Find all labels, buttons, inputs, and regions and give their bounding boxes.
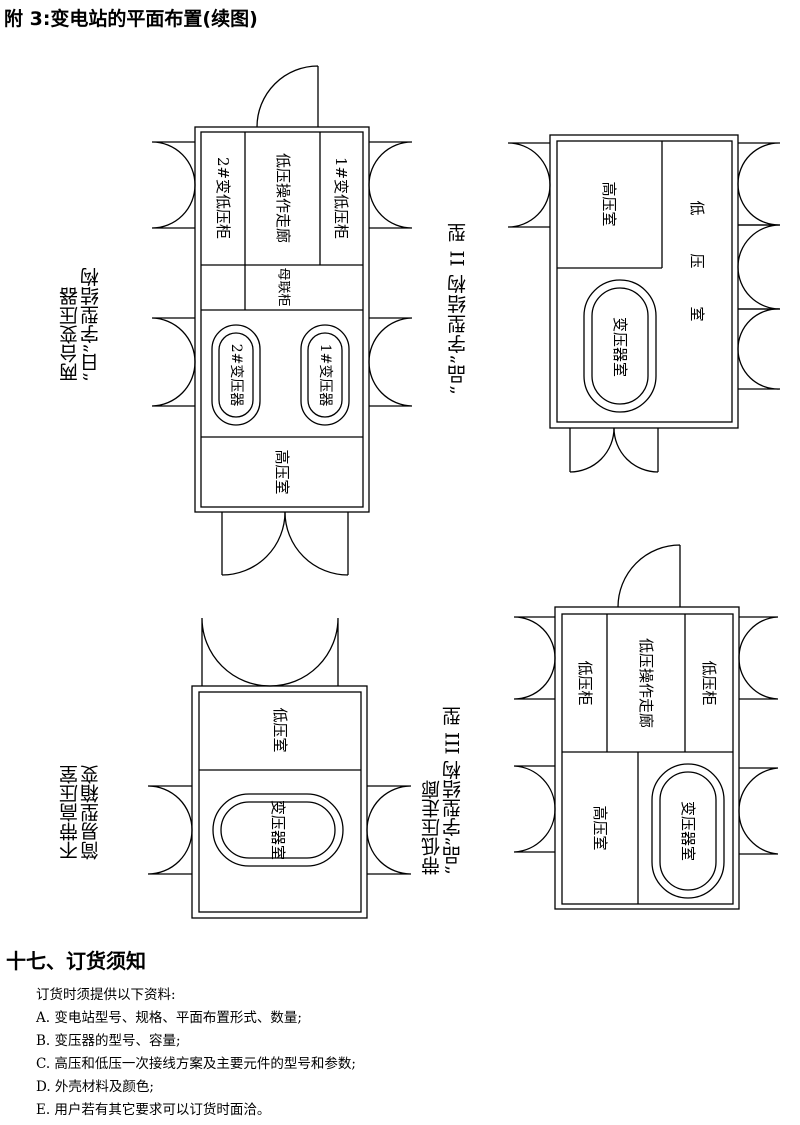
door-swing xyxy=(151,184,196,229)
simple-caption: 不带高压室 简易型箱变 xyxy=(59,725,102,860)
pin2-enclosure xyxy=(549,134,739,429)
door-swing xyxy=(507,184,551,228)
door-swing xyxy=(256,65,319,128)
ri-transformer-1-inner xyxy=(307,332,343,418)
ri-transformer-1-outer xyxy=(300,324,350,426)
pin3-label-lv-cabinet-left: 低压柜 xyxy=(576,660,594,705)
pin2-caption-type: II 型 xyxy=(447,222,469,267)
door-swing xyxy=(284,511,349,576)
pin2-caption: “品”字型结构 II 型 xyxy=(447,205,469,395)
door-swing xyxy=(507,142,551,186)
door-swing xyxy=(513,808,556,853)
door-swing xyxy=(737,183,781,226)
ri-layout xyxy=(151,65,413,576)
ri-label-bus-tie: 母联柜 xyxy=(276,267,291,306)
simple-layout xyxy=(147,617,412,919)
pin2-transformer-outer xyxy=(583,279,657,413)
pin3-caption: 带低压走廊 “品”字型结构 III 型 xyxy=(421,675,464,875)
door-swing xyxy=(737,224,781,268)
ri-label-hv-room: 高压室 xyxy=(273,449,291,494)
door-swing xyxy=(513,616,556,659)
ri-label-tr1-lv-cabinet: 1#变低压柜 xyxy=(332,157,350,239)
ri-label-transformer-2: 2#变压器 xyxy=(228,344,244,407)
door-swing xyxy=(569,427,615,473)
ri-label-tr2-lv-cabinet: 2#变低压柜 xyxy=(214,157,232,239)
door-swing xyxy=(368,361,413,407)
pin3-label-transformer: 变压器室 xyxy=(679,801,697,861)
pin2-transformer-inner xyxy=(591,287,649,405)
door-swing xyxy=(269,617,339,687)
ri-enclosure xyxy=(194,126,370,513)
page-title: 附 3:变电站的平面布置(续图) xyxy=(4,8,258,30)
door-swing xyxy=(738,810,779,855)
door-swing xyxy=(221,511,286,576)
pin2-caption-line-1: “品”字型结构 II 型 xyxy=(447,205,469,395)
ordering-item: E. 用户若有其它要求可以订货时面洽。 xyxy=(36,1102,271,1118)
ri-transformer-2-outer xyxy=(211,324,261,426)
ordering-item: A. 变电站型号、规格、平面布置形式、数量; xyxy=(36,1010,302,1026)
ordering-item: D. 外壳材料及颜色; xyxy=(36,1079,154,1095)
door-swing xyxy=(738,657,779,700)
simple-caption-line-2: 不带高压室 xyxy=(59,765,81,860)
pin3-caption-line-2: 带低压走廊 xyxy=(421,780,443,875)
pin2-inner xyxy=(556,140,733,423)
door-swing xyxy=(147,785,193,831)
door-swing xyxy=(738,616,779,659)
pin3-label-hv-room: 高压室 xyxy=(591,805,609,850)
door-swing xyxy=(737,308,781,350)
pin2-label-lv-room: 低压室 xyxy=(688,200,706,359)
pin3-transformer-outer xyxy=(651,763,725,899)
simple-transformer-outer xyxy=(212,793,344,867)
ri-inner xyxy=(200,131,364,508)
pin3-label-lv-corridor: 低压操作走廊 xyxy=(637,638,655,728)
simple-label-transformer: 变压器室 xyxy=(269,800,287,860)
door-swing xyxy=(366,785,412,831)
pin3-label-lv-cabinet-right: 低压柜 xyxy=(700,660,718,705)
door-swing xyxy=(151,361,196,407)
pin2-layout xyxy=(507,134,781,473)
pin3-caption-type: III 型 xyxy=(441,706,464,755)
pin3-caption-line-1: “品”字型结构 III 型 xyxy=(441,675,464,875)
door-swing xyxy=(513,657,556,700)
pin3-caption-structure: “品”字型结构 xyxy=(441,760,464,875)
pin2-label-hv-room: 高压室 xyxy=(600,181,618,226)
ordering-item: B. 变压器的型号、容量; xyxy=(36,1033,181,1049)
door-swing xyxy=(151,141,196,186)
pin2-caption-structure: “品”字型结构 xyxy=(447,273,469,395)
ordering-heading: 十七、订货须知 xyxy=(6,949,146,973)
door-swing xyxy=(737,348,781,390)
door-swing xyxy=(151,317,196,363)
door-swing xyxy=(366,829,412,875)
door-swing xyxy=(737,266,781,310)
ri-transformer-2-inner xyxy=(218,332,254,418)
simple-transformer-inner xyxy=(220,801,336,859)
door-swing xyxy=(617,544,681,608)
pin3-inner xyxy=(561,613,734,905)
door-swing xyxy=(513,765,556,810)
door-swing xyxy=(201,617,271,687)
simple-label-lv-room: 低压室 xyxy=(271,707,289,752)
door-swing xyxy=(613,427,659,473)
floor-plan-diagram: 2#变低压柜 低压操作走廊 1#变低压柜 母联柜 2#变压器 1#变压器 高压室… xyxy=(147,65,781,919)
door-swing xyxy=(738,767,779,812)
ordering-item: C. 高压和低压一次接线方案及主要元件的型号和参数; xyxy=(36,1056,356,1072)
simple-inner xyxy=(198,691,362,913)
pin2-label-transformer: 变压器室 xyxy=(611,317,629,377)
door-swing xyxy=(368,317,413,363)
ordering-intro: 订货时须提供以下资料: xyxy=(36,987,176,1003)
ri-caption-line-1: “日”字型结构 xyxy=(79,267,102,382)
ri-caption-line-2: 两台变压器 xyxy=(59,287,81,382)
ordering-notes: 订货时须提供以下资料: A. 变电站型号、规格、平面布置形式、数量; B. 变压… xyxy=(36,984,356,1122)
door-swing xyxy=(368,184,413,229)
ri-label-lv-corridor: 低压操作走廊 xyxy=(274,153,292,243)
pin3-layout xyxy=(513,544,779,910)
pin3-transformer-inner xyxy=(659,771,717,891)
door-swing xyxy=(147,829,193,875)
ri-caption: 两台变压器 “日”字型结构 xyxy=(59,197,102,382)
door-swing xyxy=(368,141,413,186)
simple-caption-line-1: 简易型箱变 xyxy=(79,765,102,860)
pin3-enclosure xyxy=(554,606,740,910)
door-swing xyxy=(737,142,781,185)
ri-label-transformer-1: 1#变压器 xyxy=(317,344,333,407)
